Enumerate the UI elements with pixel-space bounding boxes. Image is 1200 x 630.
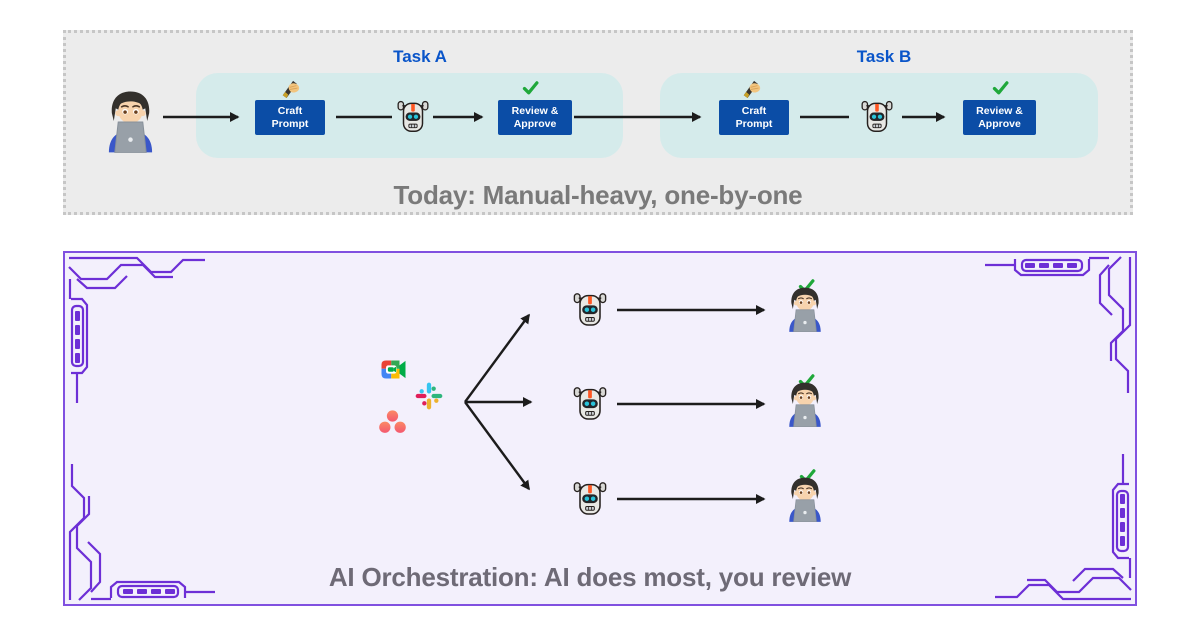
technologist-icon — [785, 381, 825, 427]
robot-icon — [570, 384, 610, 424]
writing-hand-icon — [741, 76, 763, 98]
task-a-title: Task A — [393, 47, 447, 66]
circuit-corner-icon — [983, 255, 1133, 405]
craft-prompt-button-b: Craft Prompt — [719, 100, 789, 135]
asana-icon — [378, 409, 407, 435]
slack-icon — [414, 381, 444, 411]
circuit-corner-icon — [67, 255, 217, 405]
robot-icon — [394, 98, 432, 136]
check-icon — [522, 79, 539, 96]
ai-orchestration-panel: AI Orchestration: AI does most, you revi… — [63, 251, 1137, 606]
check-icon — [992, 79, 1009, 96]
task-b-title: Task B — [856, 47, 912, 66]
circuit-corner-icon — [67, 452, 217, 602]
google-meet-icon — [380, 358, 407, 381]
today-panel: Task A Task B Craft Prompt R — [63, 30, 1133, 215]
robot-icon — [570, 290, 610, 330]
technologist-icon — [785, 476, 825, 522]
craft-prompt-button-a: Craft Prompt — [255, 100, 325, 135]
technologist-icon — [785, 286, 825, 332]
technologist-icon — [103, 89, 158, 153]
circuit-corner-icon — [983, 452, 1133, 602]
today-caption: Today: Manual-heavy, one-by-one — [393, 180, 803, 210]
ai-caption: AI Orchestration: AI does most, you revi… — [328, 562, 852, 592]
review-approve-button-b: Review & Approve — [963, 100, 1036, 135]
writing-hand-icon — [280, 76, 302, 98]
review-approve-button-a: Review & Approve — [498, 100, 572, 135]
robot-icon — [858, 98, 896, 136]
robot-icon — [570, 479, 610, 519]
